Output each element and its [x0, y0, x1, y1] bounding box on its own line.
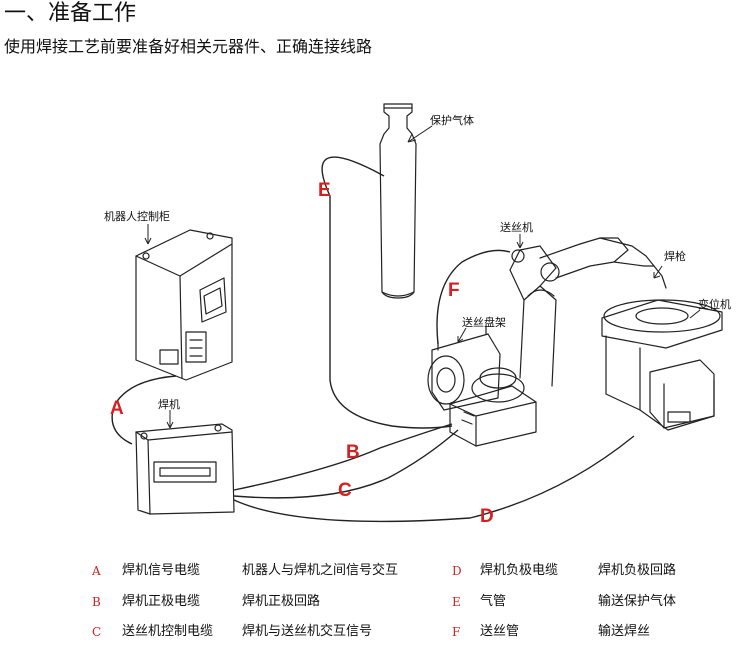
legend-row-a: A 焊机信号电缆 机器人与焊机之间信号交互 [0, 562, 747, 582]
legend-row-c: C 送丝机控制电缆 焊机与送丝机交互信号 [0, 623, 747, 643]
legend-code: A [92, 564, 101, 578]
legend-row-d: D 焊机负极电缆 焊机负极回路 [0, 562, 747, 582]
robot-controller-cabinet [135, 229, 233, 381]
connector-c: C [338, 480, 352, 501]
legend-desc: 输送保护气体 [598, 594, 677, 609]
cable-e [321, 156, 453, 429]
welding-robot [449, 237, 667, 447]
label-controller: 机器人控制柜 [104, 209, 170, 223]
connector-f: F [448, 280, 460, 301]
legend-code: F [452, 625, 461, 639]
gas-cylinder [379, 103, 417, 299]
legend-code: B [92, 595, 101, 609]
legend-row-f: F 送丝管 输送焊丝 [0, 623, 747, 643]
legend-name: 送丝管 [480, 624, 520, 639]
intro-text: 使用焊接工艺前要准备好相关元器件、正确连接线路 [4, 37, 373, 56]
connector-e: E [318, 180, 331, 201]
legend-desc: 机器人与焊机之间信号交互 [242, 563, 399, 578]
welding-machine [135, 423, 235, 515]
legend-desc: 焊机正极回路 [242, 594, 321, 609]
legend-code: E [452, 595, 461, 609]
connector-b: B [346, 442, 360, 463]
label-gas: 保护气体 [430, 113, 474, 127]
label-reel: 送丝盘架 [462, 315, 506, 329]
legend-code: D [452, 564, 462, 578]
legend-name: 气管 [480, 594, 507, 609]
legend-name: 焊机负极电缆 [480, 563, 559, 578]
label-welder: 焊机 [158, 397, 180, 411]
connector-a: A [110, 398, 124, 419]
section-heading: 一、准备工作 [4, 1, 137, 26]
legend-name: 焊机正极电缆 [122, 594, 201, 609]
label-positioner: 变位机 [698, 297, 731, 311]
legend-code: C [92, 625, 102, 639]
legend-desc: 焊机与送丝机交互信号 [242, 624, 373, 639]
label-torch: 焊枪 [664, 249, 686, 263]
legend-name: 焊机信号电缆 [122, 563, 201, 578]
label-feeder: 送丝机 [500, 220, 533, 234]
cable-f [436, 249, 511, 345]
legend-row-b: B 焊机正极电缆 焊机正极回路 [0, 593, 747, 613]
legend-desc: 焊机负极回路 [598, 563, 677, 578]
cable-c [233, 429, 459, 499]
positioner [601, 299, 723, 431]
cable-b [233, 423, 453, 491]
legend-name: 送丝机控制电缆 [122, 624, 214, 639]
legend-desc: 输送焊丝 [598, 624, 651, 639]
wire-reel-holder [427, 325, 501, 411]
legend-row-e: E 气管 输送保护气体 [0, 593, 747, 613]
cable-a [111, 375, 177, 445]
connector-d: D [480, 506, 494, 527]
cable-d [233, 435, 635, 523]
